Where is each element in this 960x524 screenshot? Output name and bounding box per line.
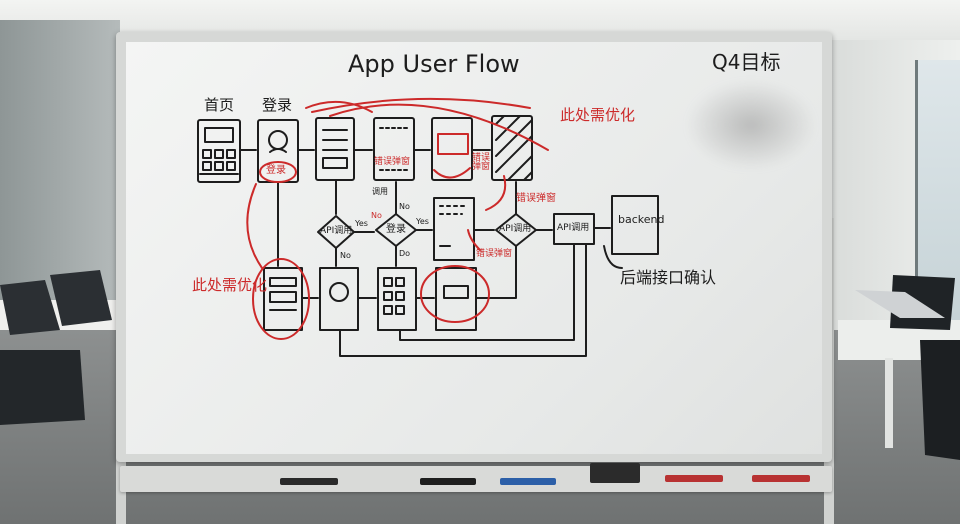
marker-blue[interactable] (500, 478, 556, 485)
board-title: App User Flow (348, 50, 520, 78)
home-label: 首页 (204, 96, 235, 114)
no-3-label: No (371, 211, 382, 220)
marker-black-1[interactable] (280, 478, 338, 485)
error-popup-3-label: 错误弹窗 (516, 193, 556, 204)
eraser[interactable] (590, 463, 640, 483)
no-2-label: No (340, 251, 351, 260)
backend-box (611, 195, 659, 255)
login-button-label: 登录 (266, 165, 286, 176)
marker-red-1[interactable] (665, 475, 723, 482)
hatched-screen-box (491, 115, 533, 181)
api-call-2-label: API调用 (499, 224, 532, 234)
backend-label: backend (618, 213, 665, 226)
api-call-1-label: API调用 (320, 226, 353, 236)
yes-2-label: Yes (416, 217, 429, 226)
erased-smudge (686, 80, 816, 170)
call-note-label: 调用 (372, 187, 388, 196)
error-popup-2-label: 错误弹窗 (472, 153, 491, 172)
optimize-left-label: 此处需优化 (192, 276, 268, 294)
backend-confirm-label: 后端接口确认 (620, 268, 717, 287)
bottom-screen-2 (319, 267, 359, 331)
marker-tray (120, 466, 832, 492)
yes-1-label: Yes (355, 219, 368, 228)
login-label: 登录 (262, 96, 293, 114)
error-popup-4-label: 错误弹窗 (476, 249, 513, 259)
marker-red-2[interactable] (752, 475, 810, 482)
api-call-3-label: API调用 (557, 223, 590, 233)
error-popup-1-label: 错误弹窗 (374, 157, 411, 167)
no-1-label: No (399, 202, 410, 211)
do-label: Do (399, 249, 411, 258)
goal-label: Q4目标 (712, 50, 781, 74)
marker-black-2[interactable] (420, 478, 476, 485)
optimize-top-label: 此处需优化 (560, 106, 636, 124)
login-decision-label: 登录 (386, 224, 406, 235)
